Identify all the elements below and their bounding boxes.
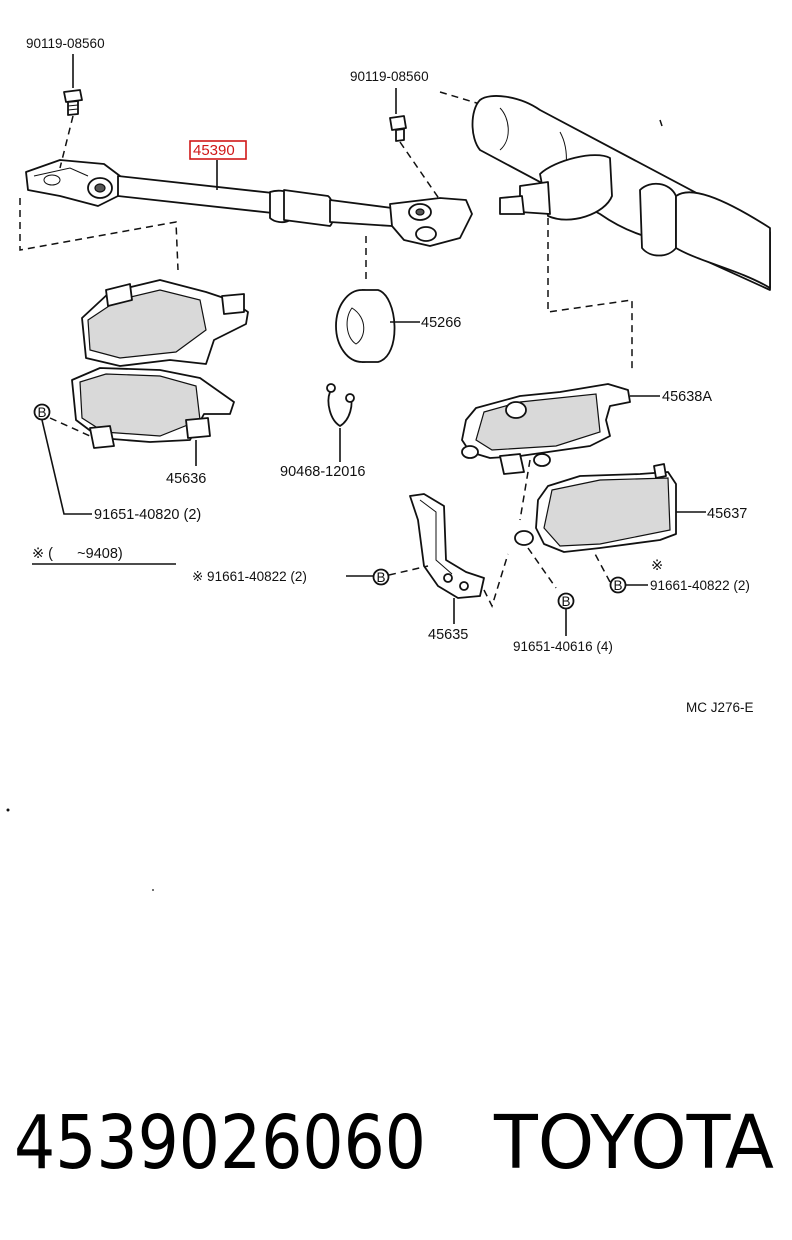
label-drawing-code: MC J276-E (686, 700, 754, 715)
bolt-top-mid (389, 88, 407, 142)
bolt-top-left (59, 54, 83, 169)
svg-text:B: B (376, 570, 385, 585)
label-cover-lower-part: 45637 (707, 506, 747, 522)
label-bolt-bottom: 91651-40616 (4) (513, 639, 613, 654)
column-cover-lower (514, 463, 706, 589)
intermediate-shaft (25, 159, 473, 247)
speck (152, 889, 154, 891)
svg-text:B: B (561, 594, 570, 609)
svg-text:B: B (613, 578, 622, 593)
label-date-note: ※ ( ~9408) (32, 546, 123, 562)
small-bracket (409, 493, 509, 624)
column-cover-upper (71, 279, 249, 466)
bolt-bracket-left-marker: B (346, 565, 429, 586)
bolt-bottom-marker: B (557, 592, 575, 636)
label-bolt-bracket-left: ※ 91661-40822 (2) (192, 569, 307, 584)
label-note-mark: ※ (651, 558, 663, 574)
label-seal-part: 45266 (421, 315, 461, 331)
speck (6, 808, 10, 812)
column-bracket (461, 383, 660, 521)
label-bracket-part: 45638A (662, 389, 712, 405)
clamp (326, 383, 355, 462)
label-bracket-small-part: 45635 (428, 627, 468, 643)
label-bolt-cover-left: 91651-40820 (2) (94, 507, 201, 523)
shaft-part-highlight-box (189, 140, 247, 160)
bolt-bracket-right-marker: B (593, 551, 648, 594)
label-bolt-top-mid: 90119-08560 (350, 69, 429, 84)
footer-part-number: 4539026060 (14, 1100, 426, 1186)
bolt-cover-left-marker: B (33, 403, 92, 515)
label-bolt-bracket-right: 91661-40822 (2) (650, 578, 750, 593)
label-bolt-top-left: 90119-08560 (26, 36, 105, 51)
svg-text:B: B (37, 405, 46, 420)
label-cover-upper-part: 45636 (166, 471, 206, 487)
label-clamp-part: 90468-12016 (280, 464, 365, 480)
shaft-guide-right (399, 141, 441, 201)
housing-guide (547, 218, 633, 370)
column-hole-seal (335, 289, 420, 363)
shaft-guide-left (19, 198, 179, 271)
footer-brand: TOYOTA (493, 1100, 774, 1186)
steering-column-housing (439, 91, 771, 291)
label-shaft-part: 45390 (193, 142, 235, 159)
